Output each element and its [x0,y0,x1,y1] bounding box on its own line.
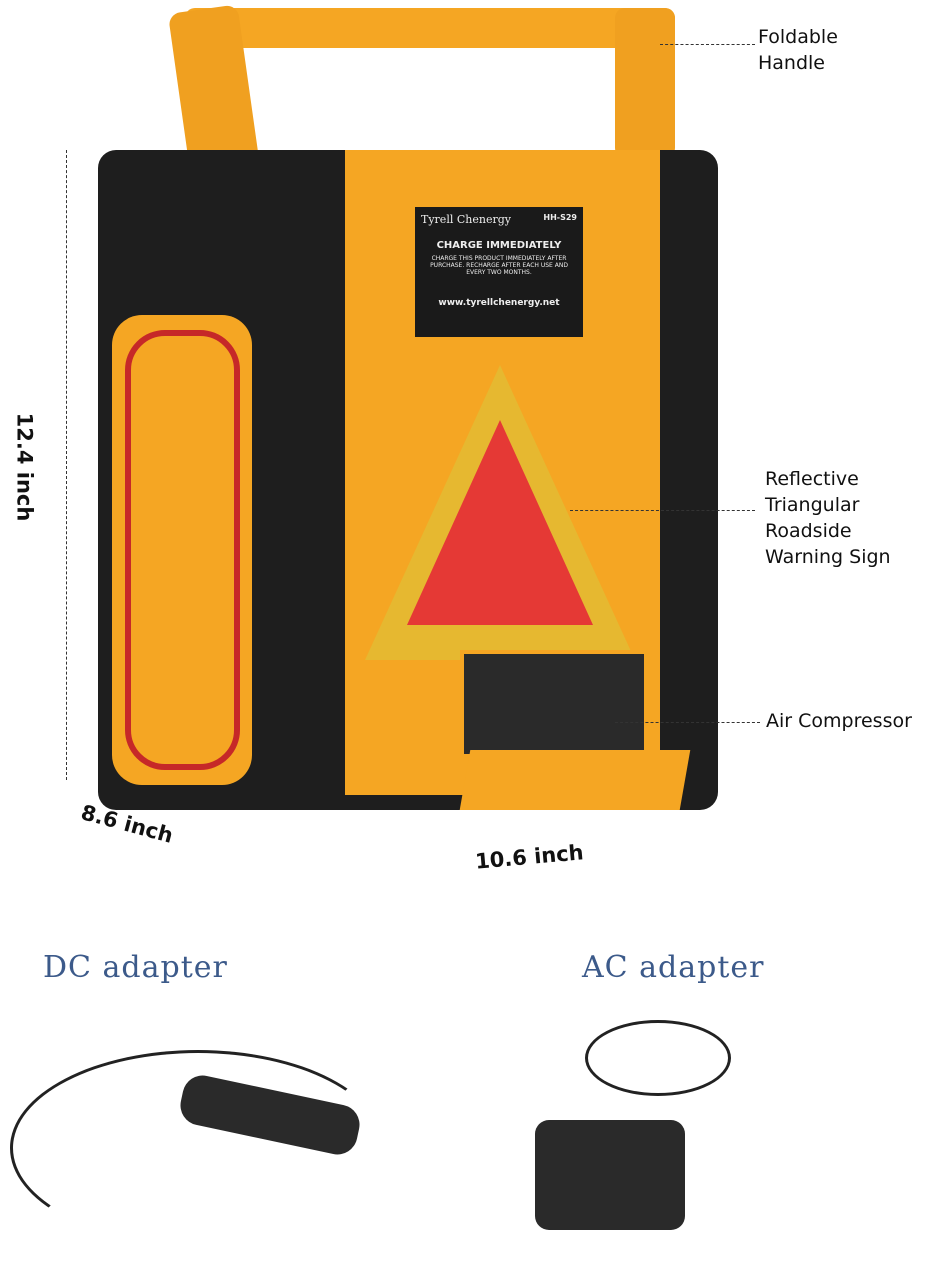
product-label: Tyrell Chenergy HH-S29 CHARGE IMMEDIATELY… [415,207,583,337]
foldable-handle [185,8,675,48]
clamp-cable [125,330,240,770]
dc-adapter-image [10,1050,386,1246]
clamp-bay [112,315,252,785]
ac-cable-coil [585,1020,731,1096]
ac-adapter-body [535,1120,685,1230]
handle-arm-right [615,8,675,158]
warning-triangle [365,365,635,660]
compressor-bay [460,650,648,758]
compressor-door [459,750,691,810]
ac-adapter-title: AC adapter [582,950,765,985]
website: www.tyrellchenergy.net [438,298,560,308]
dim-width: 10.6 inch [474,840,585,874]
callout-compressor: Air Compressor [766,710,912,732]
callout-handle: Foldable Handle [758,26,838,74]
model: HH-S29 [543,213,577,222]
brand: Tyrell Chenergy [421,213,511,226]
label-title: CHARGE IMMEDIATELY [436,240,562,251]
dc-adapter-title: DC adapter [43,950,228,985]
callout-triangle: Reflective Triangular Roadside Warning S… [765,468,891,568]
dim-height: 12.4 inch [12,412,37,522]
label-text: CHARGE THIS PRODUCT IMMEDIATELY AFTER PU… [430,255,568,276]
